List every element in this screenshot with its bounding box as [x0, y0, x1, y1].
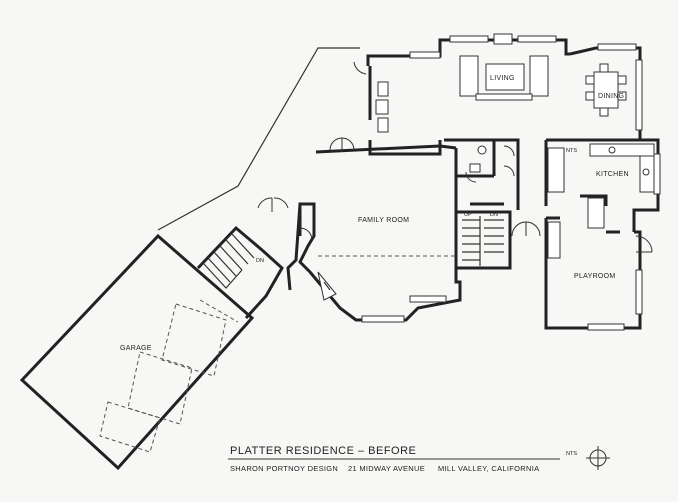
dining-window-east	[635, 59, 643, 131]
closet-doors[interactable]	[503, 145, 515, 177]
title-block: PLATTER RESIDENCE – BEFORE SHARON PORTNO…	[228, 445, 610, 473]
playroom-window-south	[587, 323, 625, 331]
kitchen: KITCHEN NTS	[544, 138, 661, 232]
family-room-window-se	[409, 295, 447, 303]
living-window-1	[449, 35, 489, 43]
garage-label: GARAGE	[120, 345, 152, 352]
garage: GARAGE	[19, 233, 255, 471]
kitchen-island	[547, 147, 565, 193]
garage-parking-outlines	[99, 299, 239, 453]
living-entry-door[interactable]	[353, 61, 367, 75]
powder-sink	[469, 163, 481, 173]
family-room-window-south	[361, 315, 405, 323]
powder-room	[438, 138, 520, 210]
kitchen-pantry	[587, 197, 605, 229]
dining-window-north	[597, 43, 637, 51]
dining-room: DINING	[569, 43, 643, 142]
hall-double-door[interactable]	[511, 221, 541, 237]
kitchen-nts-note: NTS	[566, 148, 577, 154]
living-label: LIVING	[490, 75, 515, 82]
toilet	[477, 145, 487, 155]
dining-table-set	[585, 63, 627, 117]
living-room: LIVING	[353, 33, 570, 156]
living-sofa-group	[459, 55, 549, 101]
family-room-double-door-north[interactable]	[329, 137, 355, 152]
playroom-label: PLAYROOM	[574, 273, 616, 280]
project-address: 21 MIDWAY AVENUE	[348, 464, 425, 473]
kitchen-label: KITCHEN	[596, 171, 629, 178]
family-room: FAMILY ROOM	[286, 144, 462, 323]
playroom-door[interactable]	[635, 235, 653, 253]
family-room-door-west[interactable]	[299, 227, 313, 241]
kitchen-cooktop	[642, 168, 650, 176]
project-city: MILL VALLEY, CALIFORNIA	[438, 464, 539, 473]
site-outline	[157, 47, 360, 231]
playroom-window-east	[635, 269, 643, 315]
playroom-closet	[547, 221, 561, 259]
garage-stair: DN	[196, 225, 284, 320]
playroom: PLAYROOM	[544, 216, 653, 331]
living-chairs	[375, 81, 389, 133]
garage-entry-door[interactable]	[257, 197, 289, 212]
living-fireplace	[493, 33, 513, 45]
powder-door[interactable]	[465, 171, 477, 183]
stair-up-label: UP	[464, 212, 472, 218]
dining-label: DINING	[598, 93, 624, 100]
living-window-west	[409, 51, 441, 59]
kitchen-counter-north	[589, 143, 655, 157]
stair-dn-garage-label: DN	[256, 258, 264, 264]
garage-walls	[19, 233, 255, 471]
main-stair: UP DN	[456, 210, 512, 270]
designer-name: SHARON PORTNOY DESIGN	[230, 464, 338, 473]
family-room-label: FAMILY ROOM	[358, 217, 409, 224]
stair-treads	[462, 216, 504, 266]
scale-note: NTS	[566, 451, 577, 457]
kitchen-walls	[544, 138, 660, 232]
north-arrow-icon	[586, 446, 610, 470]
living-window-2	[517, 35, 557, 43]
powder-room-walls	[438, 138, 520, 210]
stair-dn-label: DN	[490, 212, 498, 218]
playroom-walls	[544, 216, 642, 330]
kitchen-sink	[608, 146, 616, 154]
plan-title: PLATTER RESIDENCE – BEFORE	[230, 445, 416, 457]
kitchen-window-east	[653, 153, 661, 195]
